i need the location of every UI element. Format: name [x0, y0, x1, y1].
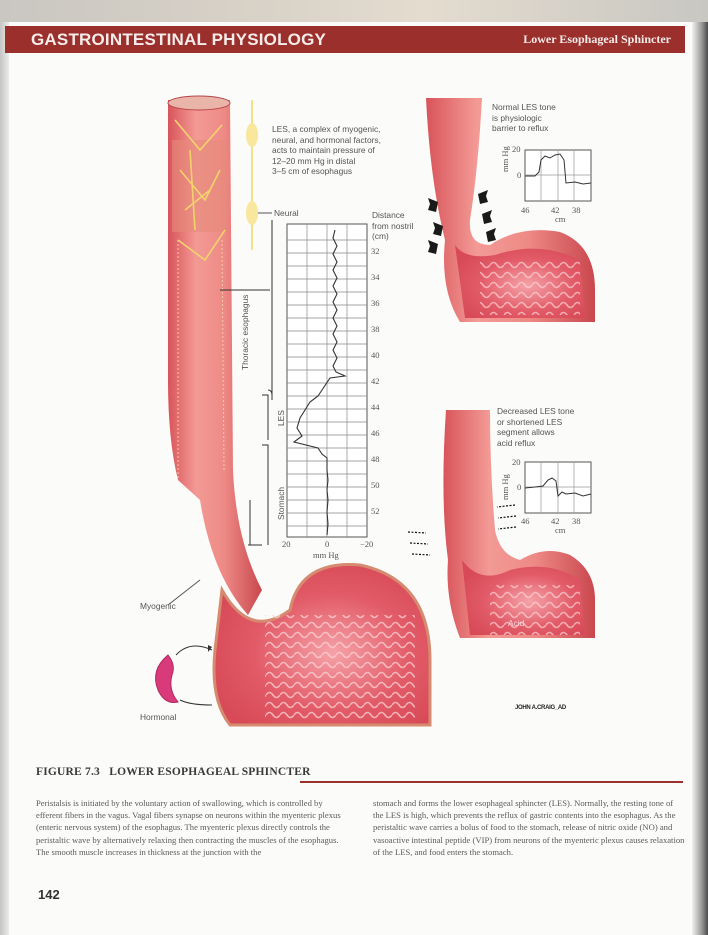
tick: 38: [371, 324, 380, 334]
label-thoracic-esophagus: Thoracic esophagus: [240, 294, 250, 370]
book-spine-shadow: [692, 22, 708, 935]
figure-illustration: [155, 95, 595, 727]
tick: 32: [371, 246, 380, 256]
tick: 0: [325, 539, 330, 549]
label-neural: Neural: [274, 208, 299, 218]
label-les: LES: [276, 410, 286, 426]
x-axis-label: cm: [555, 214, 566, 224]
decreased-les-chart: [524, 461, 592, 514]
caption-line: segment allows: [497, 427, 555, 437]
x-axis-label: cm: [555, 525, 566, 535]
main-esophagus: [167, 95, 262, 615]
caption-line: Normal LES tone: [492, 102, 556, 112]
distance-line: (cm): [372, 231, 389, 241]
annotation-line: 3–5 cm of esophagus: [272, 166, 353, 176]
y-axis-label: mm Hg: [500, 474, 510, 500]
caption-rule: [300, 781, 683, 783]
x-axis-label: mm Hg: [313, 550, 339, 560]
annotation-line: LES, a complex of myogenic,: [272, 124, 381, 134]
normal-les-chart: [524, 149, 592, 202]
tick: 0: [517, 482, 522, 492]
tick: 36: [371, 298, 380, 308]
tick: 46: [521, 205, 530, 215]
neuron-illustration: [246, 100, 272, 250]
figure-number: FIGURE 7.3: [36, 766, 100, 778]
annotation-line: neural, and hormonal factors,: [272, 134, 381, 145]
myogenic-leader: [167, 579, 201, 606]
normal-panel-caption: Normal LES tone is physiologic barrier t…: [492, 102, 556, 134]
scan-edge-top: [0, 0, 708, 22]
tick: 20: [282, 539, 291, 549]
tick: 42: [551, 516, 560, 526]
scan-edge-left: [0, 22, 9, 935]
tick: 20: [512, 144, 521, 154]
normal-les-illustration: [426, 98, 595, 322]
tick: 42: [371, 376, 380, 386]
decreased-panel-caption: Decreased LES tone or shortened LES segm…: [497, 406, 574, 448]
illustrator-signature: JOHN A.CRAIG_AD: [515, 705, 566, 711]
caption-line: barrier to reflux: [492, 123, 549, 133]
tick: 38: [572, 516, 581, 526]
tick: 40: [371, 350, 380, 360]
tick: 46: [371, 428, 380, 438]
caption-line: acid reflux: [497, 437, 536, 448]
tick: 20: [512, 457, 521, 467]
distance-line: from nostril: [372, 220, 414, 231]
distance-line: Distance: [372, 210, 405, 220]
label-myogenic: Myogenic: [140, 601, 176, 611]
running-header: GASTROINTESTINAL PHYSIOLOGY Lower Esopha…: [5, 26, 685, 53]
figure-caption-heading: FIGURE 7.3 LOWER ESOPHAGEAL SPHINCTER: [36, 766, 311, 778]
caption-line: is physiologic: [492, 112, 542, 123]
tick: 48: [371, 454, 380, 464]
main-stomach: [212, 563, 432, 727]
region-brackets: [220, 220, 273, 546]
manometry-chart: [286, 223, 368, 538]
label-hormonal: Hormonal: [140, 712, 177, 722]
tick: 46: [521, 516, 530, 526]
caption-line: Decreased LES tone: [497, 406, 575, 416]
label-distance: Distance from nostril (cm): [372, 210, 413, 242]
label-stomach: Stomach: [276, 486, 286, 520]
topic-title: Lower Esophageal Sphincter: [523, 32, 671, 46]
tick: 0: [517, 170, 522, 180]
tick: 42: [551, 205, 560, 215]
tick: −20: [360, 539, 374, 549]
tick: 52: [371, 506, 380, 516]
annotation-line: 12–20 mm Hg in distal: [272, 155, 356, 166]
page-number: 142: [38, 887, 60, 902]
tick: 38: [572, 205, 581, 215]
les-annotation: LES, a complex of myogenic, neural, and …: [272, 124, 392, 177]
label-acid: Acid: [508, 618, 525, 628]
y-axis-label: mm Hg: [500, 146, 510, 172]
decreased-les-illustration: [407, 410, 595, 638]
body-text-column-1: Peristalsis is initiated by the voluntar…: [36, 798, 341, 857]
tick: 44: [371, 402, 380, 412]
body-text-column-2: stomach and forms the lower esophageal s…: [373, 798, 685, 857]
annotation-line: acts to maintain pressure of: [272, 145, 375, 155]
tick: 50: [371, 480, 380, 490]
figure-title: LOWER ESOPHAGEAL SPHINCTER: [109, 766, 311, 778]
tick: 34: [371, 272, 380, 282]
hormonal-organ-illustration: [155, 645, 213, 706]
caption-line: or shortened LES: [497, 416, 563, 427]
section-title: GASTROINTESTINAL PHYSIOLOGY: [31, 29, 327, 49]
